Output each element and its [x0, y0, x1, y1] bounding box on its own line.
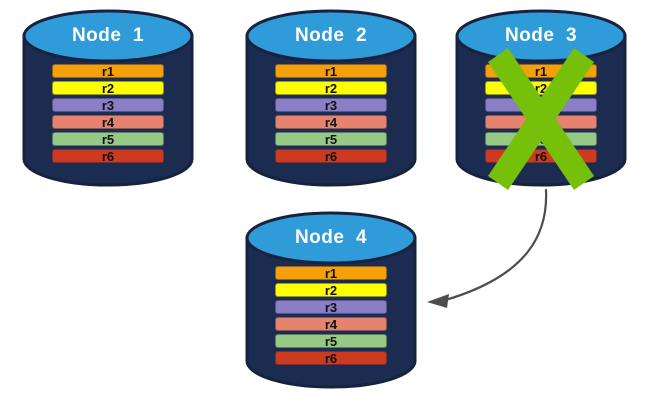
- row-label: r5: [101, 131, 115, 147]
- row-label: r1: [324, 265, 338, 281]
- row-label: r4: [324, 114, 338, 130]
- row-label: r5: [324, 131, 338, 147]
- row-label: r3: [101, 97, 115, 113]
- row-label: r1: [324, 63, 338, 79]
- row-label: r4: [534, 114, 548, 130]
- node-3-row-r4[interactable]: r4: [485, 115, 597, 129]
- node-2-row-r2[interactable]: r2: [275, 81, 387, 95]
- node-4-row-r3[interactable]: r3: [275, 300, 387, 314]
- row-label: r1: [101, 63, 115, 79]
- node-3-row-r3[interactable]: r3: [485, 98, 597, 112]
- row-label: r5: [324, 333, 338, 349]
- node-3-row-r1[interactable]: r1: [485, 64, 597, 78]
- row-label: r4: [324, 316, 338, 332]
- row-label: r6: [534, 148, 548, 164]
- node-4-rows: r1 r2 r3 r4 r5 r6: [245, 266, 417, 365]
- row-label: r2: [101, 80, 115, 96]
- node-3-row-r2[interactable]: r2: [485, 81, 597, 95]
- node-4-row-r2[interactable]: r2: [275, 283, 387, 297]
- row-label: r2: [534, 80, 548, 96]
- row-label: r2: [324, 282, 338, 298]
- arrow-head-icon: [427, 294, 449, 308]
- node-4-row-r4[interactable]: r4: [275, 317, 387, 331]
- node-4-row-r6[interactable]: r6: [275, 351, 387, 365]
- row-label: r4: [101, 114, 115, 130]
- node-1-row-r4[interactable]: r4: [52, 115, 164, 129]
- row-label: r3: [324, 97, 338, 113]
- row-label: r6: [324, 350, 338, 366]
- node-2-row-r3[interactable]: r3: [275, 98, 387, 112]
- node-1-row-r2[interactable]: r2: [52, 81, 164, 95]
- row-label: r6: [101, 148, 115, 164]
- node-1-row-r3[interactable]: r3: [52, 98, 164, 112]
- row-label: r3: [324, 299, 338, 315]
- node-1-cylinder[interactable]: Node 1 r1 r2 r3 r4 r5 r6: [22, 9, 194, 187]
- node-2-row-r5[interactable]: r5: [275, 132, 387, 146]
- node-2-row-r1[interactable]: r1: [275, 64, 387, 78]
- node-3-row-r6[interactable]: r6: [485, 149, 597, 163]
- node-1-row-r5[interactable]: r5: [52, 132, 164, 146]
- node-3-rows: r1 r2 r3 r4 r5 r6: [455, 64, 627, 163]
- node-2-rows: r1 r2 r3 r4 r5 r6: [245, 64, 417, 163]
- row-label: r2: [324, 80, 338, 96]
- node-4-row-r1[interactable]: r1: [275, 266, 387, 280]
- node-4-row-r5[interactable]: r5: [275, 334, 387, 348]
- row-label: r3: [534, 97, 548, 113]
- node-4-cylinder[interactable]: Node 4 r1 r2 r3 r4 r5 r6: [245, 211, 417, 389]
- node-2-cylinder[interactable]: Node 2 r1 r2 r3 r4 r5 r6: [245, 9, 417, 187]
- row-label: r5: [534, 131, 548, 147]
- node-1-rows: r1 r2 r3 r4 r5 r6: [22, 64, 194, 163]
- node-3-row-r5[interactable]: r5: [485, 132, 597, 146]
- node-1-row-r1[interactable]: r1: [52, 64, 164, 78]
- row-label: r6: [324, 148, 338, 164]
- node-2-row-r6[interactable]: r6: [275, 149, 387, 163]
- row-label: r1: [534, 63, 548, 79]
- node-3-cylinder[interactable]: Node 3 r1 r2 r3 r4 r5 r6: [455, 9, 627, 190]
- node-1-row-r6[interactable]: r6: [52, 149, 164, 163]
- node-2-row-r4[interactable]: r4: [275, 115, 387, 129]
